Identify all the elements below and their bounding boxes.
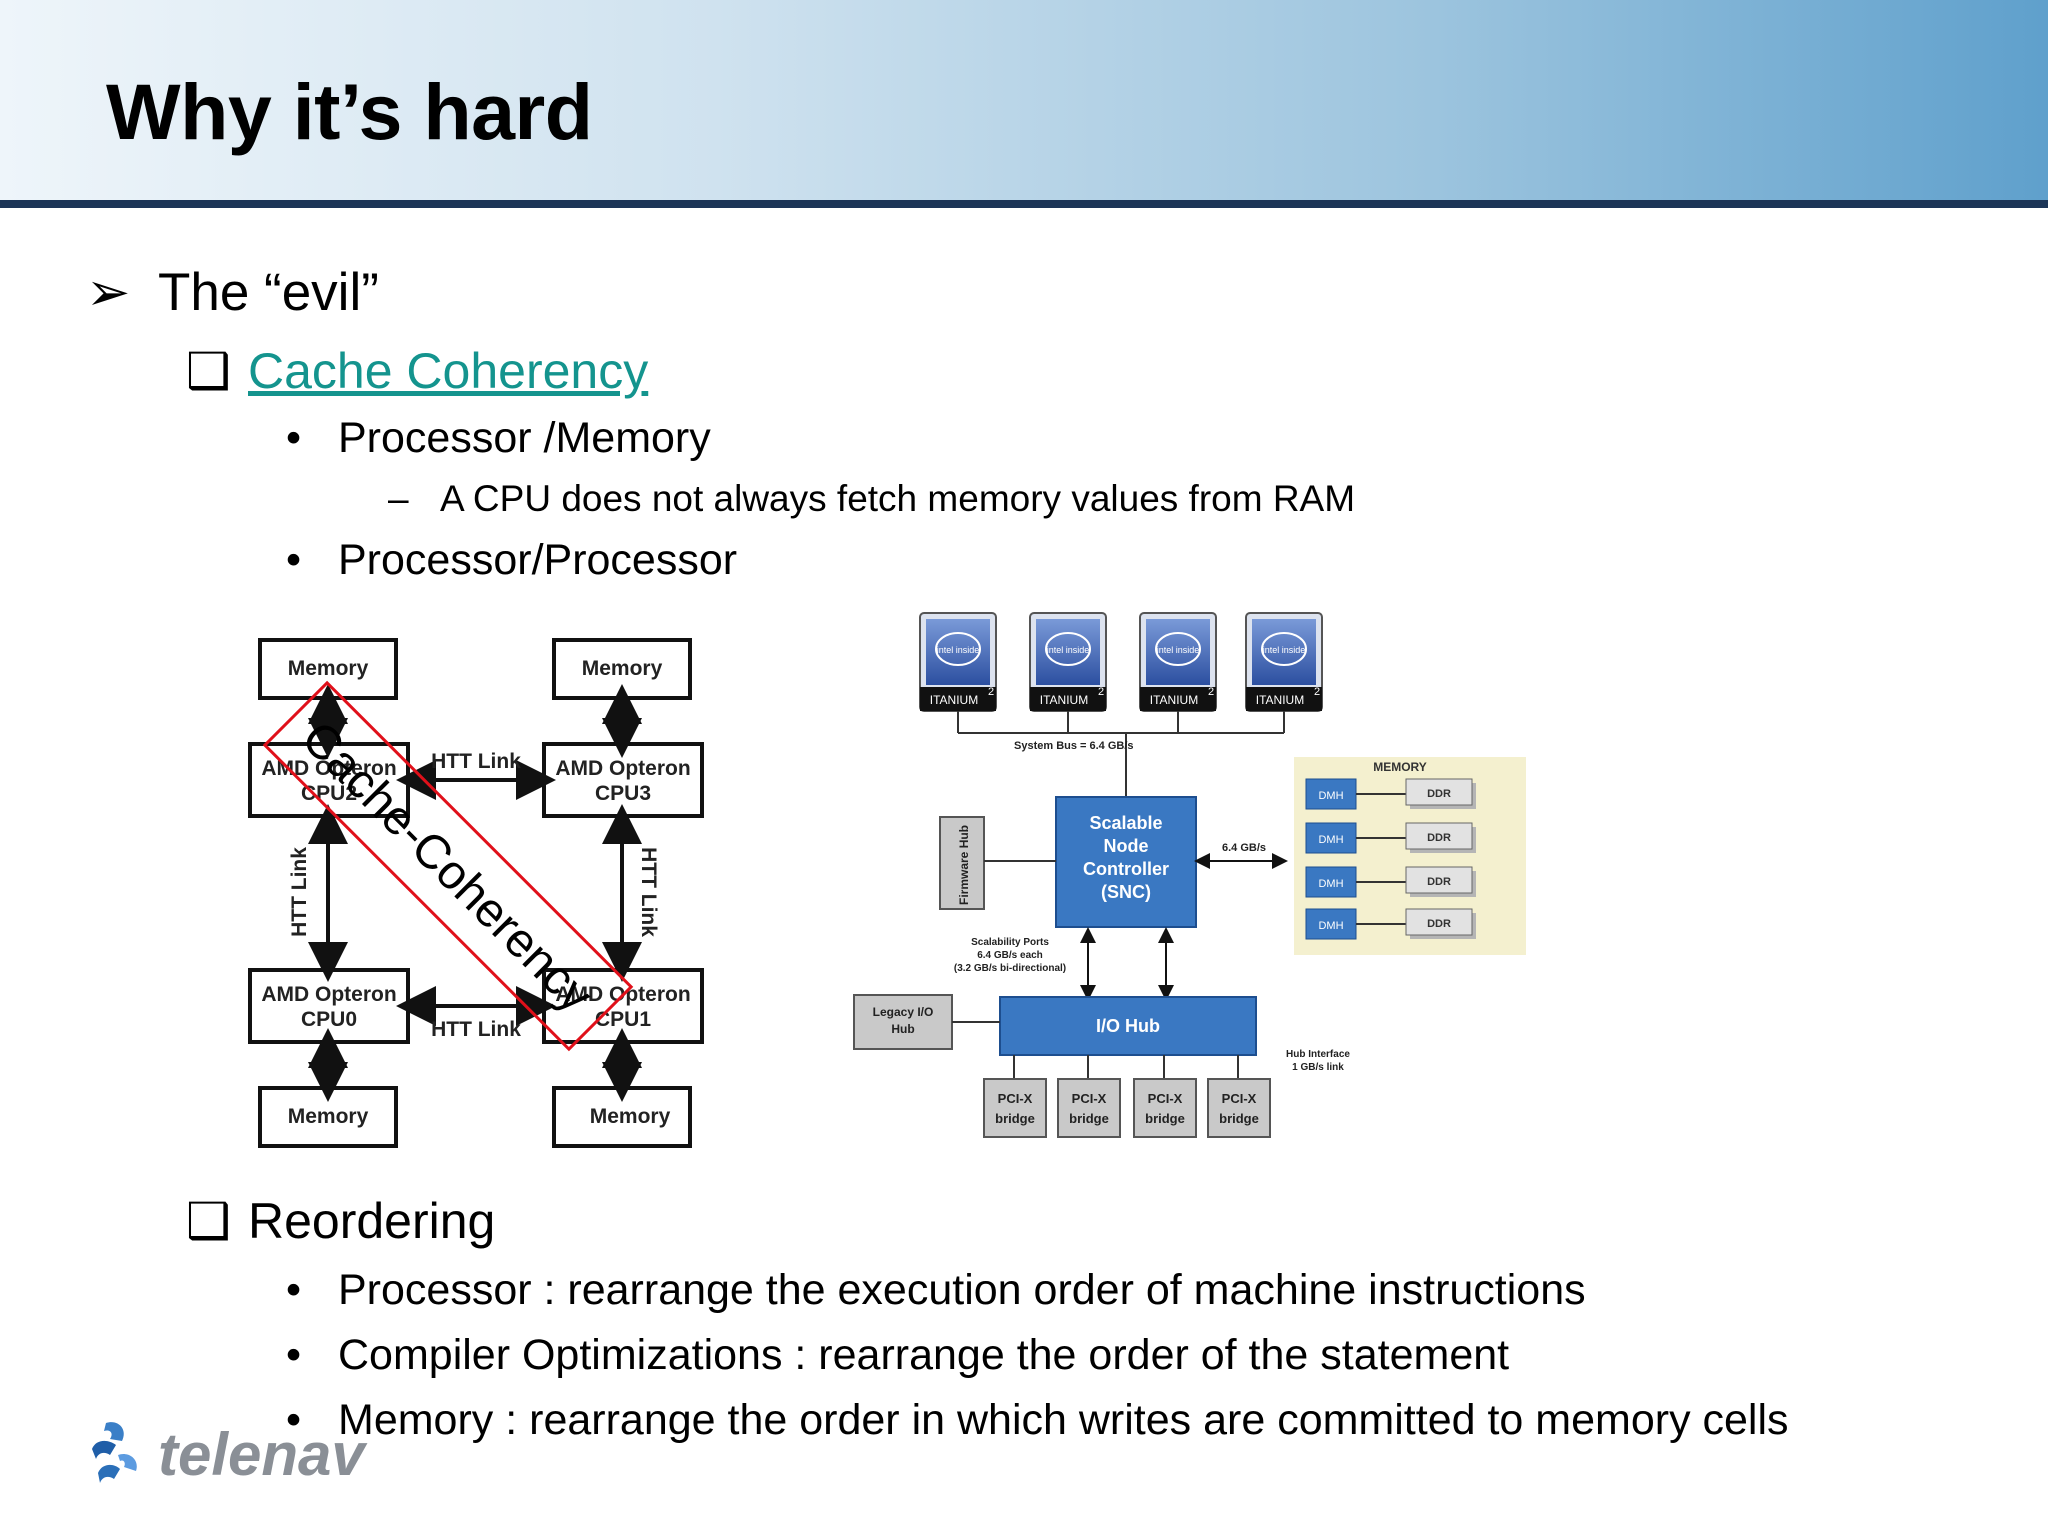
svg-text:intel inside: intel inside [1263, 645, 1306, 655]
memory-label: Memory [288, 657, 369, 680]
io-hub-box [999, 996, 1257, 1056]
svg-text:DDR: DDR [1427, 788, 1451, 800]
svg-text:MEMORY: MEMORY [1373, 760, 1427, 774]
memory-box-bottom-right [552, 1086, 692, 1148]
svg-text:Scalable: Scalable [1089, 813, 1162, 833]
bullet-reorder-memory: Memory : rearrange the order in which wr… [338, 1396, 1789, 1444]
svg-text:ITANIUM: ITANIUM [1150, 693, 1198, 707]
svg-text:6.4 GB/s each: 6.4 GB/s each [977, 950, 1043, 961]
cpu0-label: CPU0 [301, 1008, 357, 1031]
htt-link-label: HTT Link [431, 750, 521, 773]
itanium-chip-icon: intel inside ITANIUM 2 [1139, 612, 1217, 712]
svg-text:DDR: DDR [1427, 832, 1451, 844]
svg-text:ITANIUM: ITANIUM [1040, 693, 1088, 707]
cache-coherency-link[interactable]: Cache Coherency [248, 343, 649, 399]
svg-text:Node: Node [1104, 836, 1149, 856]
pcix-bridges: PCI-X bridge PCI-X bridge PCI-X bridge P… [983, 1078, 1271, 1138]
svg-text:DMH: DMH [1318, 790, 1343, 802]
svg-text:bridge: bridge [1069, 1111, 1109, 1126]
memory-label: Memory [590, 1105, 671, 1128]
svg-text:bridge: bridge [1145, 1111, 1185, 1126]
legacy-io-hub-box [853, 994, 953, 1050]
bullet-reordering: Reordering [248, 1193, 496, 1249]
svg-text:2: 2 [1098, 686, 1104, 698]
itanium-processors: intel inside ITANIUM 2 intel inside ITAN… [919, 612, 1323, 712]
bullet-reorder-processor: Processor : rearrange the execution orde… [338, 1266, 1586, 1314]
firmware-hub-label: Firmware Hub [957, 825, 971, 905]
dot-bullet-icon: • [286, 414, 302, 462]
svg-text:I/O Hub: I/O Hub [1096, 1016, 1160, 1036]
title-banner [0, 0, 2048, 200]
svg-text:Scalability Ports: Scalability Ports [971, 937, 1049, 948]
bullet-processor-memory: Processor /Memory [338, 414, 711, 462]
svg-text:DDR: DDR [1427, 918, 1451, 930]
svg-text:ITANIUM: ITANIUM [1256, 693, 1304, 707]
arrow-bullet-icon: ➢ [86, 263, 131, 322]
dot-bullet-icon: • [286, 1266, 302, 1314]
snc-box [1055, 796, 1197, 928]
dot-bullet-icon: • [286, 1331, 302, 1379]
svg-text:1 GB/s link: 1 GB/s link [1292, 1062, 1344, 1073]
itanium-snc-diagram: intel inside ITANIUM 2 intel inside ITAN… [840, 605, 1540, 1145]
amd-opteron-diagram: Memory Memory AMD Opteron CPU2 AMD Opter… [190, 620, 730, 1160]
bullet-cpu-fetch: A CPU does not always fetch memory value… [440, 478, 1356, 519]
bullet-reorder-compiler: Compiler Optimizations : rearrange the o… [338, 1331, 1510, 1379]
memory-label: Memory [288, 1105, 369, 1128]
htt-link-label: HTT Link [431, 1018, 521, 1041]
itanium-chip-icon: intel inside ITANIUM 2 [1245, 612, 1323, 712]
svg-text:intel inside: intel inside [1157, 645, 1200, 655]
cpu1-label: CPU1 [595, 1008, 651, 1031]
checkbox-bullet-icon: ❑ [186, 1193, 231, 1249]
svg-text:PCI-X: PCI-X [1222, 1091, 1257, 1106]
firmware-hub-box [939, 816, 985, 910]
checkbox-bullet-icon: ❑ [186, 343, 231, 399]
telenav-logo-icon [92, 1422, 137, 1483]
svg-text:intel inside: intel inside [937, 645, 980, 655]
svg-text:2: 2 [1208, 686, 1214, 698]
svg-text:Hub: Hub [891, 1022, 914, 1036]
svg-text:Legacy I/O: Legacy I/O [873, 1005, 934, 1019]
title-divider [0, 200, 2048, 208]
dash-bullet-icon: – [388, 478, 409, 519]
cpu-name-label: AMD Opteron [261, 983, 396, 1006]
cpu3-box [542, 742, 704, 818]
svg-text:(SNC): (SNC) [1101, 882, 1151, 902]
svg-text:DMH: DMH [1318, 878, 1343, 890]
htt-link-label: HTT Link [288, 847, 311, 937]
svg-text:PCI-X: PCI-X [1148, 1091, 1183, 1106]
system-bus-label: System Bus = 6.4 GB/s [1014, 740, 1134, 752]
svg-text:intel inside: intel inside [1047, 645, 1090, 655]
svg-text:DMH: DMH [1318, 920, 1343, 932]
cpu-name-label: AMD Opteron [555, 757, 690, 780]
svg-text:2: 2 [988, 686, 994, 698]
dot-bullet-icon: • [286, 1396, 302, 1444]
svg-text:Hub Interface: Hub Interface [1286, 1049, 1350, 1060]
svg-text:ITANIUM: ITANIUM [930, 693, 978, 707]
bullet-evil: The “evil” [158, 263, 379, 322]
dot-bullet-icon: • [286, 536, 302, 584]
itanium-chip-icon: intel inside ITANIUM 2 [1029, 612, 1107, 712]
slide-title: Why it’s hard [106, 67, 593, 156]
cpu3-label: CPU3 [595, 782, 651, 805]
svg-text:(3.2 GB/s bi-directional): (3.2 GB/s bi-directional) [954, 963, 1066, 974]
svg-text:PCI-X: PCI-X [998, 1091, 1033, 1106]
svg-text:bridge: bridge [1219, 1111, 1259, 1126]
memory-modules: DMH DDR DMH DDR DMH DDR [1305, 778, 1476, 940]
bandwidth-label: 6.4 GB/s [1222, 842, 1266, 854]
cpu0-box [248, 968, 410, 1044]
svg-text:2: 2 [1314, 686, 1320, 698]
bullet-processor-processor: Processor/Processor [338, 536, 738, 584]
svg-text:bridge: bridge [995, 1111, 1035, 1126]
memory-label: Memory [582, 657, 663, 680]
itanium-chip-icon: intel inside ITANIUM 2 [919, 612, 997, 712]
svg-text:PCI-X: PCI-X [1072, 1091, 1107, 1106]
telenav-logo-text: telenav [158, 1421, 368, 1488]
svg-text:DDR: DDR [1427, 876, 1451, 888]
cpu2-label: CPU2 [301, 782, 357, 805]
telenav-logo: telenav [88, 1415, 388, 1495]
svg-text:Controller: Controller [1083, 859, 1169, 879]
htt-link-label: HTT Link [637, 847, 660, 937]
svg-text:DMH: DMH [1318, 834, 1343, 846]
